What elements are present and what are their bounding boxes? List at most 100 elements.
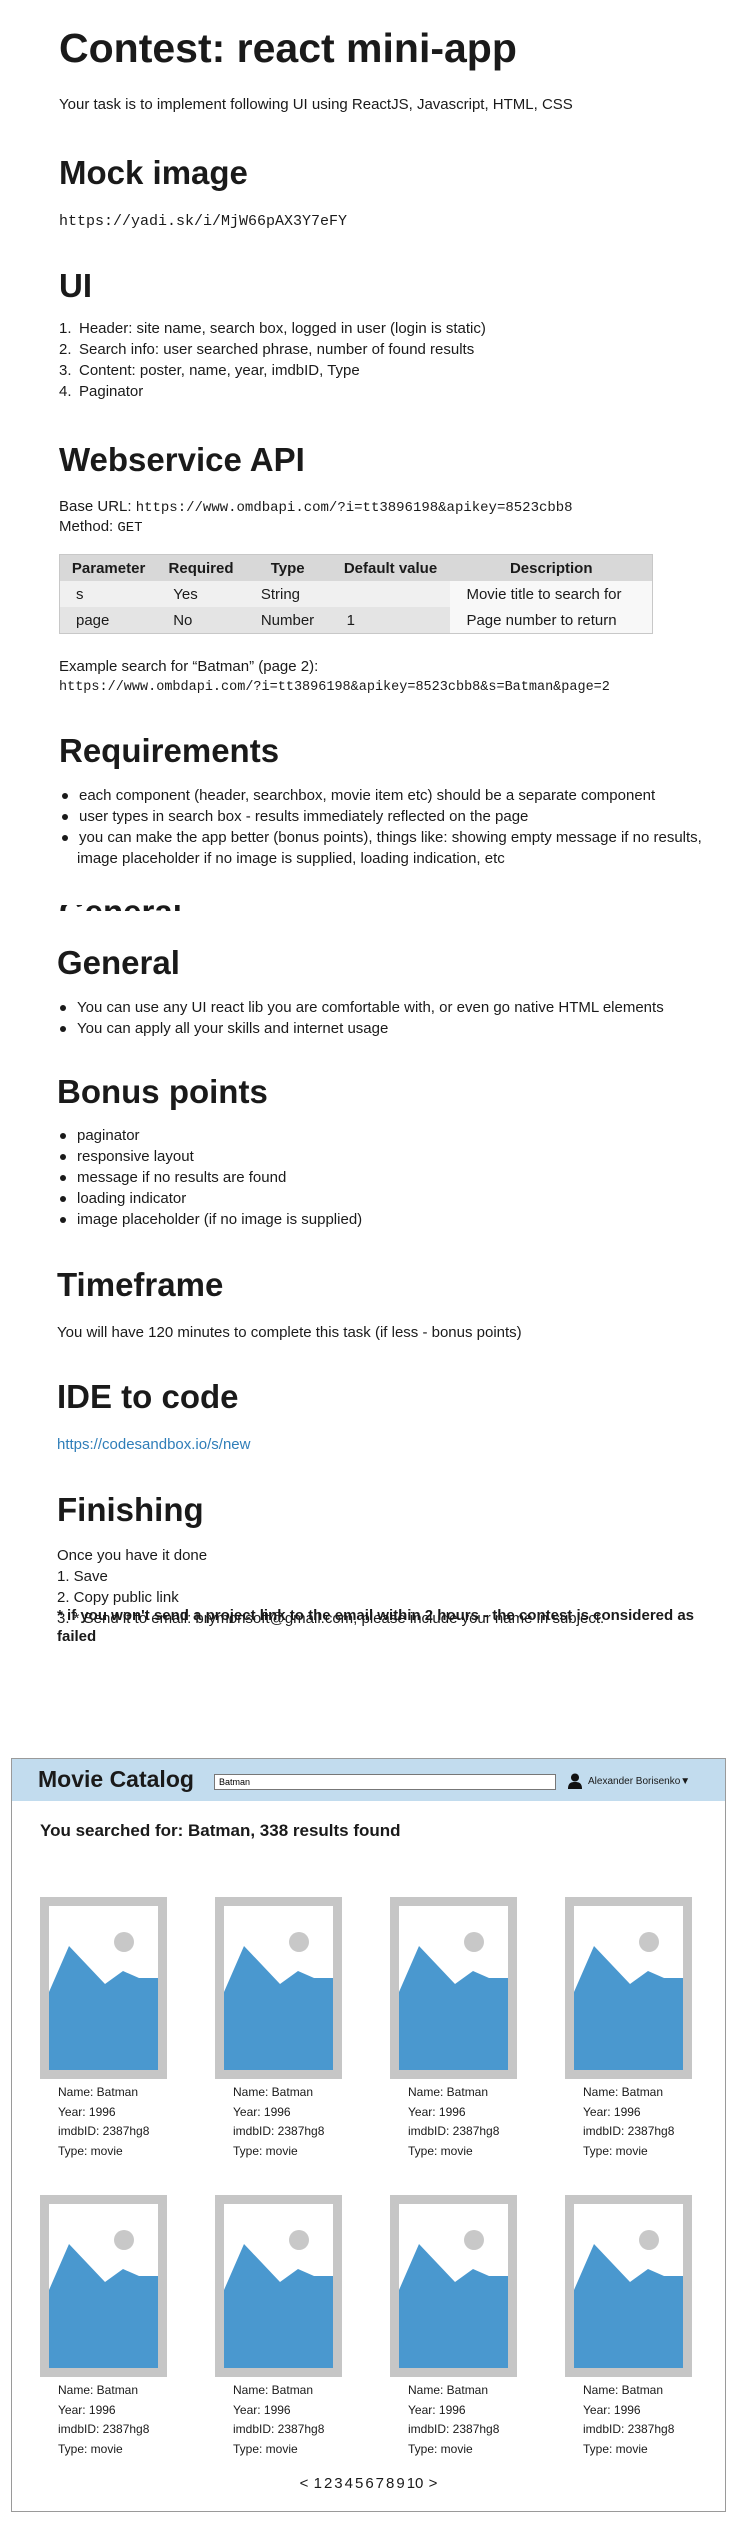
page-link[interactable]: 10 bbox=[406, 2475, 424, 2492]
movie-name: Name: Batman bbox=[58, 2085, 139, 2099]
movie-name: Name: Batman bbox=[408, 2085, 489, 2099]
page-link[interactable]: 6 bbox=[365, 2475, 374, 2492]
page-break: General bbox=[59, 905, 189, 911]
movie-name: Name: Batman bbox=[58, 2383, 139, 2397]
movie-name: Name: Batman bbox=[233, 2383, 314, 2397]
page-link[interactable]: 9 bbox=[396, 2475, 405, 2492]
method-value: GET bbox=[117, 520, 143, 536]
list-item: 4.Paginator bbox=[59, 383, 144, 400]
image-placeholder-icon bbox=[224, 1906, 333, 2070]
search-info: You searched for: Batman, 338 results fo… bbox=[40, 1821, 401, 1840]
movie-year: Year: 1996 bbox=[583, 2402, 641, 2417]
api-heading: Webservice API bbox=[59, 441, 305, 478]
page-link[interactable]: 7 bbox=[375, 2475, 385, 2492]
movie-year: Year: 1996 bbox=[233, 2104, 291, 2119]
movie-year: Year: 1996 bbox=[233, 2402, 291, 2417]
image-placeholder-icon bbox=[574, 2204, 683, 2368]
movie-type: Type: movie bbox=[583, 2441, 648, 2456]
image-placeholder-icon bbox=[224, 2204, 333, 2368]
prev-page-button[interactable]: < bbox=[299, 2475, 309, 2492]
list-item: paginator bbox=[59, 1125, 362, 1146]
movie-year: Year: 1996 bbox=[408, 2104, 466, 2119]
image-placeholder-icon bbox=[399, 1906, 508, 2070]
movie-imdbid: imdbID: 2387hg8 bbox=[58, 2124, 150, 2138]
page-link[interactable]: 5 bbox=[354, 2475, 364, 2492]
poster-placeholder bbox=[40, 2195, 167, 2377]
movie-type: Type: movie bbox=[408, 2143, 473, 2158]
user-name: Alexander Borisenko bbox=[588, 1775, 681, 1787]
page-link[interactable]: 8 bbox=[386, 2475, 395, 2492]
base-url-line: Base URL: https://www.omdbapi.com/?i=tt3… bbox=[59, 498, 573, 516]
user-menu[interactable]: Alexander Borisenko ▼ bbox=[568, 1773, 690, 1789]
page-link[interactable]: 2 bbox=[323, 2475, 333, 2492]
image-placeholder-icon bbox=[49, 2204, 158, 2368]
list-item: image placeholder (if no image is suppli… bbox=[59, 1211, 363, 1228]
list-item: 2.Search info: user searched phrase, num… bbox=[59, 341, 475, 358]
table-header: Parameter bbox=[59, 554, 158, 581]
movie-name: Name: Batman bbox=[408, 2383, 489, 2397]
list-item: You can use any UI react lib you are com… bbox=[60, 999, 664, 1016]
list-item: you can make the app better (bonus point… bbox=[62, 829, 702, 846]
page-title: Contest: react mini-app bbox=[59, 25, 517, 71]
requirements-list: each component (header, searchbox, movie… bbox=[59, 785, 702, 848]
mock-header: Movie Catalog Alexander Borisenko ▼ bbox=[12, 1759, 725, 1801]
movie-type: Type: movie bbox=[408, 2441, 473, 2456]
next-page-button[interactable]: > bbox=[428, 2475, 438, 2492]
page-link[interactable]: 4 bbox=[344, 2475, 353, 2492]
list-item: You can apply all your skills and intern… bbox=[60, 1018, 664, 1039]
movie-imdbid: imdbID: 2387hg8 bbox=[58, 2422, 150, 2436]
poster-placeholder bbox=[565, 2195, 692, 2377]
table-header: Type bbox=[244, 554, 331, 581]
page-link[interactable]: 1 bbox=[313, 2475, 322, 2492]
example-label: Example search for “Batman” (page 2): bbox=[59, 658, 319, 675]
poster-placeholder bbox=[390, 1897, 517, 2079]
ui-heading: UI bbox=[59, 267, 92, 304]
movie-name: Name: Batman bbox=[583, 2383, 664, 2397]
mock-image-url: https://yadi.sk/i/MjW66pAX3Y7eFY bbox=[59, 213, 348, 230]
api-params-table: Parameter Required Type Default value De… bbox=[59, 554, 653, 634]
base-url: https://www.omdbapi.com/?i=tt3896198&api… bbox=[135, 500, 573, 516]
intro-text: Your task is to implement following UI u… bbox=[59, 96, 573, 113]
list-item: responsive layout bbox=[59, 1146, 362, 1167]
list-item: user types in search box - results immed… bbox=[62, 806, 702, 827]
list-item: loading indicator bbox=[59, 1188, 362, 1209]
image-placeholder-icon bbox=[399, 2204, 508, 2368]
finishing-note: * if you won't send a project link to th… bbox=[57, 1607, 695, 1645]
ide-link[interactable]: https://codesandbox.io/s/new bbox=[57, 1436, 251, 1453]
movie-imdbid: imdbID: 2387hg8 bbox=[408, 2422, 500, 2436]
requirements-item-continued: image placeholder if no image is supplie… bbox=[77, 850, 505, 867]
bonus-heading: Bonus points bbox=[57, 1073, 268, 1110]
table-header: Required bbox=[157, 554, 245, 581]
ui-list: 1.Header: site name, search box, logged … bbox=[59, 318, 486, 402]
page-link[interactable]: 3 bbox=[334, 2475, 343, 2492]
site-name: Movie Catalog bbox=[38, 1766, 194, 1792]
list-item: each component (header, searchbox, movie… bbox=[62, 785, 702, 806]
movie-year: Year: 1996 bbox=[58, 2402, 116, 2417]
movie-type: Type: movie bbox=[58, 2441, 123, 2456]
movie-name: Name: Batman bbox=[233, 2085, 314, 2099]
table-row: s Yes String Movie title to search for bbox=[59, 581, 653, 607]
mock-image-heading: Mock image bbox=[59, 154, 248, 191]
movie-type: Type: movie bbox=[58, 2143, 123, 2158]
movie-type: Type: movie bbox=[583, 2143, 648, 2158]
movie-imdbid: imdbID: 2387hg8 bbox=[233, 2422, 325, 2436]
movie-name: Name: Batman bbox=[583, 2085, 664, 2099]
search-input[interactable] bbox=[214, 1774, 556, 1790]
general-heading: General bbox=[57, 944, 180, 981]
finishing-heading: Finishing bbox=[57, 1491, 204, 1528]
